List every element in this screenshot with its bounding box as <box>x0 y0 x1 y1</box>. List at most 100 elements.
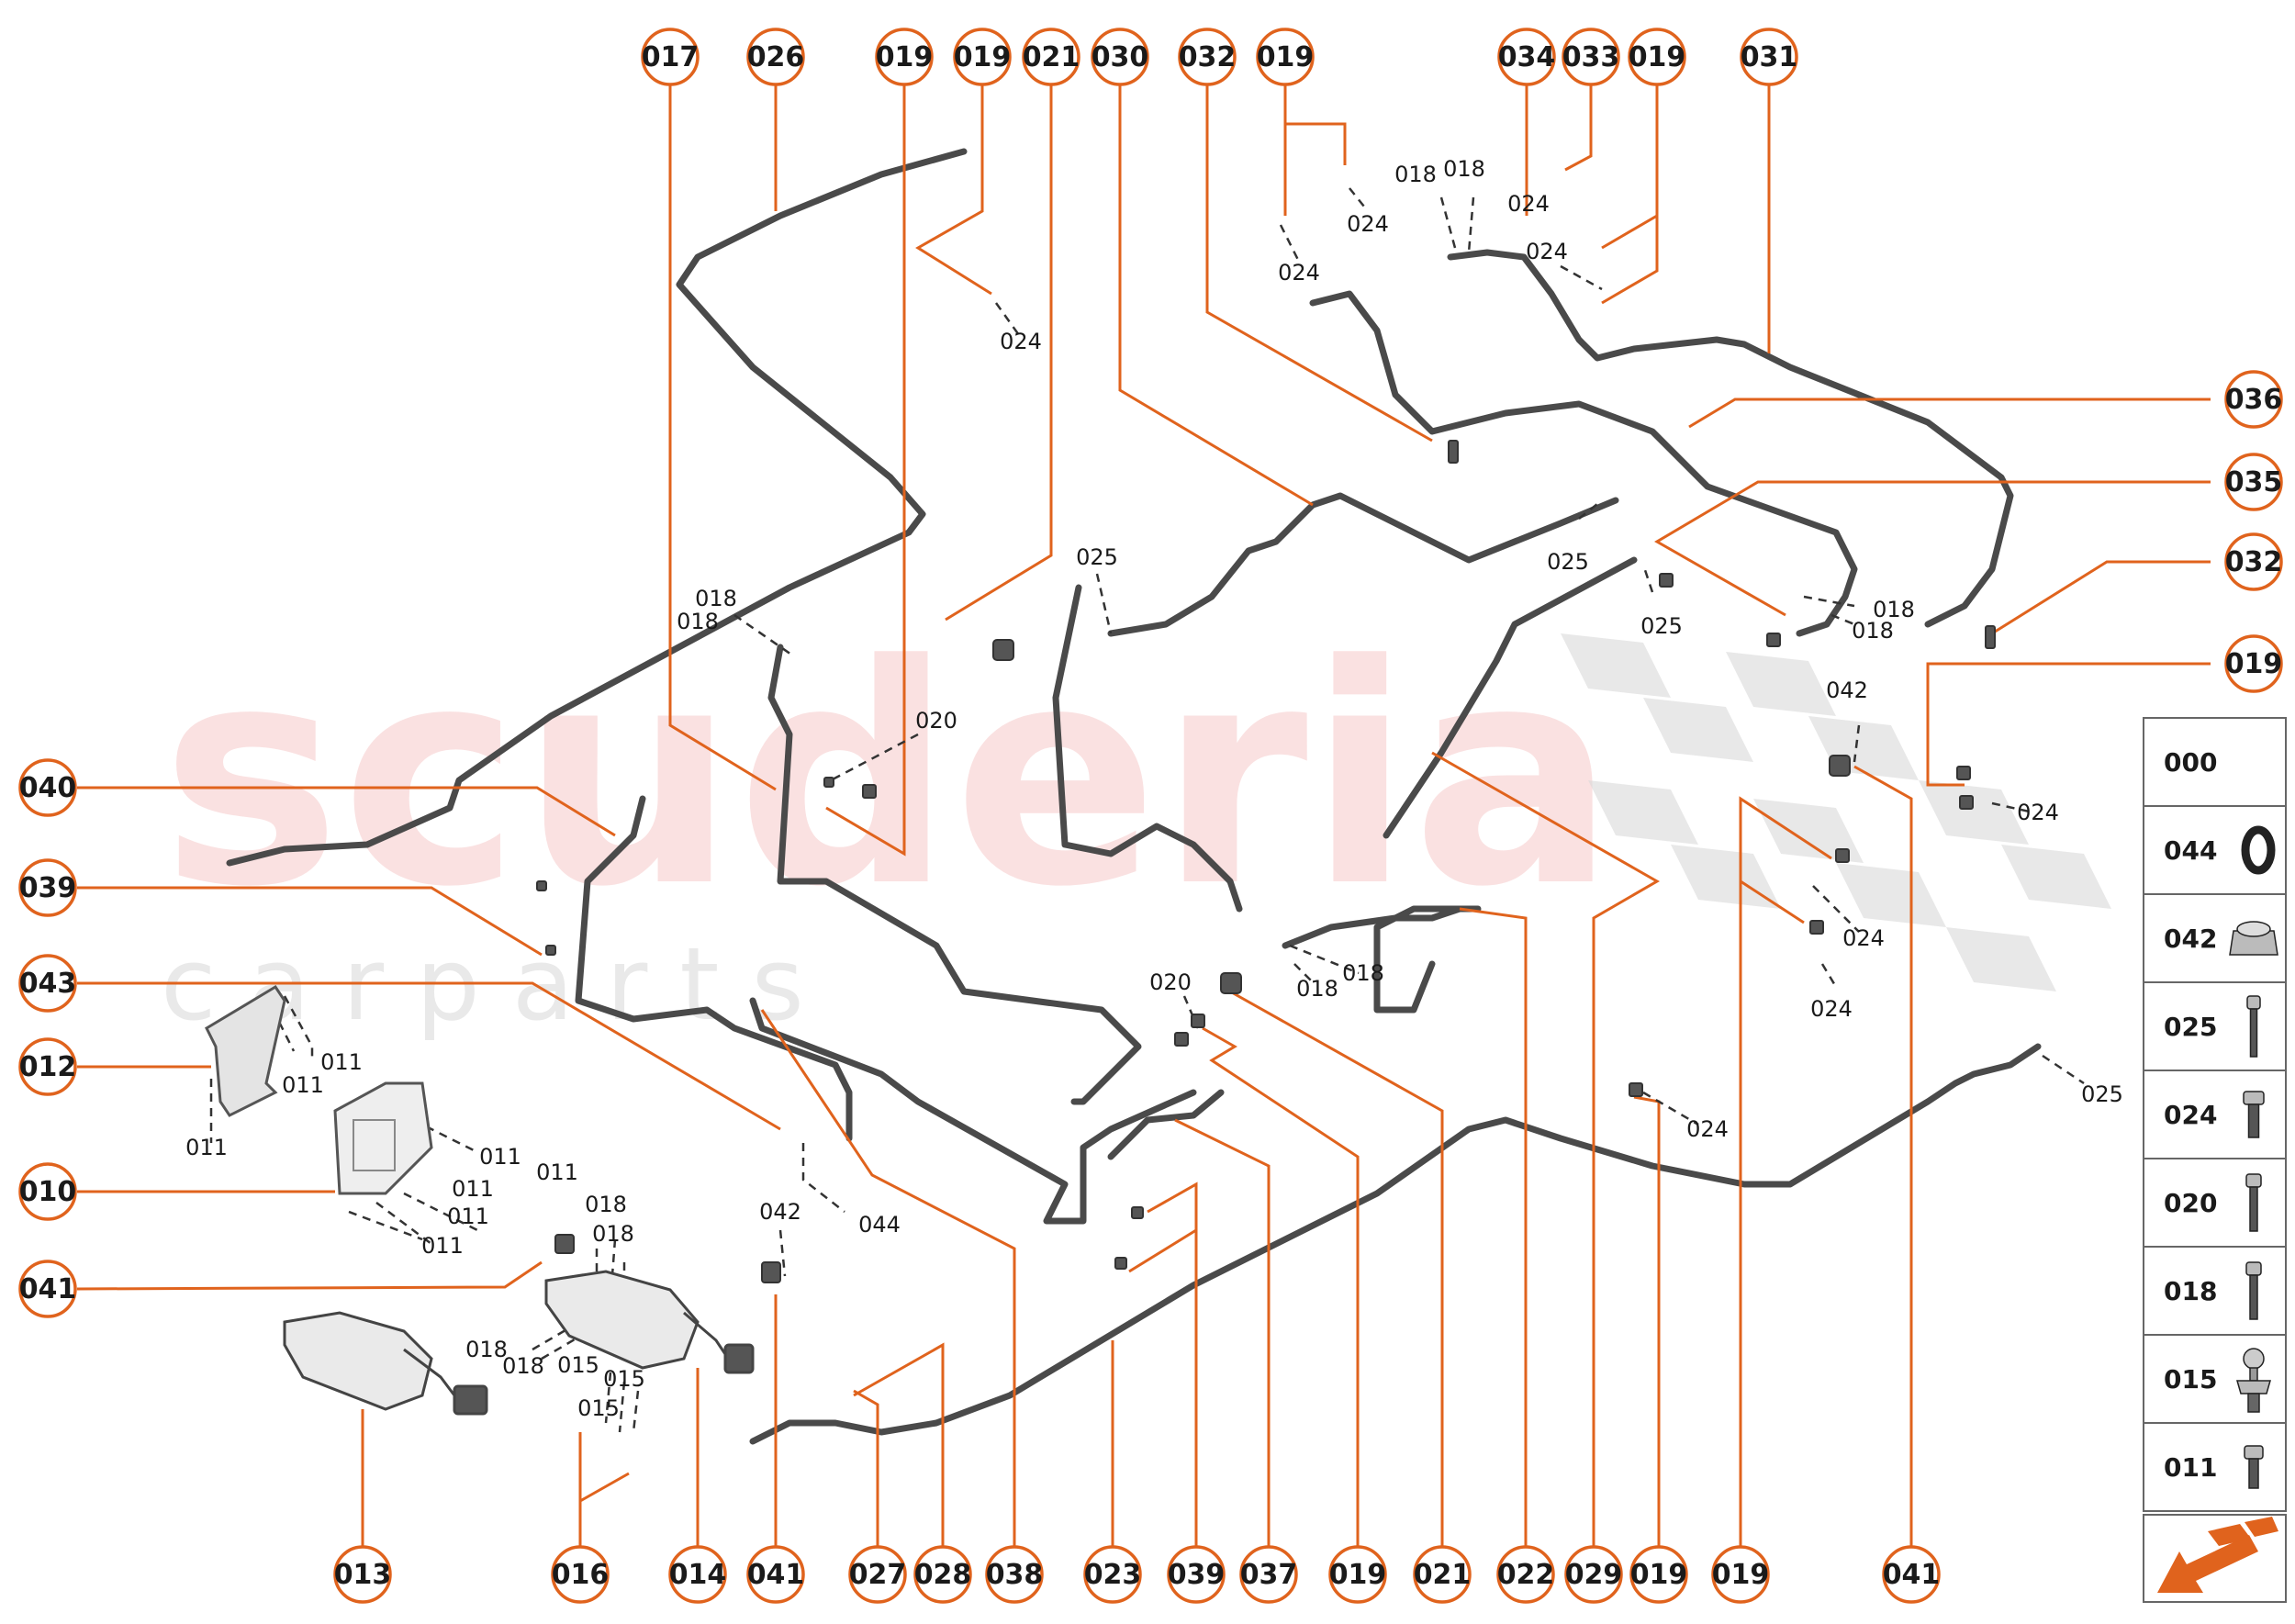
callout-041[interactable]: 041 <box>1882 1545 1941 1604</box>
callout-circle[interactable] <box>18 1162 77 1221</box>
callout-circle[interactable] <box>1711 1545 1770 1604</box>
callout-041[interactable]: 041 <box>18 1260 77 1318</box>
callout-019[interactable]: 019 <box>875 28 934 86</box>
part-ref-024: 024 <box>1507 191 1550 217</box>
legend-row-011: 011 <box>2143 1422 2287 1512</box>
callout-label: 010 <box>19 1176 77 1208</box>
callout-036[interactable]: 036 <box>2224 370 2283 429</box>
callout-circle[interactable] <box>641 28 700 86</box>
callout-043[interactable]: 043 <box>18 954 77 1013</box>
callout-030[interactable]: 030 <box>1091 28 1149 86</box>
callout-019[interactable]: 019 <box>1629 1545 1688 1604</box>
callout-019[interactable]: 019 <box>1256 28 1315 86</box>
callout-021[interactable]: 021 <box>1022 28 1080 86</box>
callout-012[interactable]: 012 <box>18 1037 77 1096</box>
callout-023[interactable]: 023 <box>1083 1545 1142 1604</box>
callout-028[interactable]: 028 <box>913 1545 972 1604</box>
callout-027[interactable]: 027 <box>848 1545 907 1604</box>
callout-label: 037 <box>1240 1559 1298 1591</box>
callout-019[interactable]: 019 <box>2224 634 2283 693</box>
pipe-021 <box>1107 492 1619 637</box>
part-ref-024: 024 <box>2017 800 2059 825</box>
callout-031[interactable]: 031 <box>1740 28 1798 86</box>
callout-039[interactable]: 039 <box>1167 1545 1226 1604</box>
callout-circle[interactable] <box>1882 1545 1941 1604</box>
callout-circle[interactable] <box>1091 28 1149 86</box>
watermark: scuderia c a r p a r t s <box>161 600 2111 1043</box>
callout-circle[interactable] <box>1628 28 1686 86</box>
callout-circle[interactable] <box>18 1260 77 1318</box>
callout-039[interactable]: 039 <box>18 858 77 917</box>
legend-row-044: 044 <box>2143 805 2287 895</box>
callout-021[interactable]: 021 <box>1413 1545 1472 1604</box>
callout-032[interactable]: 032 <box>1178 28 1237 86</box>
callout-029[interactable]: 029 <box>1564 1545 1623 1604</box>
callout-035[interactable]: 035 <box>2224 453 2283 511</box>
callout-019[interactable]: 019 <box>1328 1545 1387 1604</box>
callout-circle[interactable] <box>18 758 77 817</box>
legend-code: 044 <box>2164 835 2217 866</box>
callout-circle[interactable] <box>1022 28 1080 86</box>
callout-033[interactable]: 033 <box>1562 28 1620 86</box>
arrow-down-left-icon[interactable] <box>2143 1514 2287 1603</box>
callout-038[interactable]: 038 <box>985 1545 1044 1604</box>
callout-circle[interactable] <box>1083 1545 1142 1604</box>
part-ref-020: 020 <box>1149 969 1192 995</box>
callout-circle[interactable] <box>746 28 805 86</box>
callout-010[interactable]: 010 <box>18 1162 77 1221</box>
callout-label: 030 <box>1092 41 1149 73</box>
callout-019[interactable]: 019 <box>1628 28 1686 86</box>
callout-circle[interactable] <box>1256 28 1315 86</box>
callout-017[interactable]: 017 <box>641 28 700 86</box>
callout-circle[interactable] <box>1496 1545 1555 1604</box>
callout-circle[interactable] <box>1740 28 1798 86</box>
ball-stud-icon <box>2236 1348 2271 1413</box>
callout-circle[interactable] <box>1178 28 1237 86</box>
callout-circle[interactable] <box>1629 1545 1688 1604</box>
callout-circle[interactable] <box>985 1545 1044 1604</box>
callout-022[interactable]: 022 <box>1496 1545 1555 1604</box>
callout-040[interactable]: 040 <box>18 758 77 817</box>
callout-circle[interactable] <box>551 1545 610 1604</box>
legend-code: 042 <box>2164 924 2217 954</box>
callout-circle[interactable] <box>2224 532 2283 591</box>
callout-circle[interactable] <box>1497 28 1556 86</box>
legend-code: 020 <box>2164 1188 2217 1218</box>
callout-circle[interactable] <box>746 1545 805 1604</box>
callout-circle[interactable] <box>333 1545 392 1604</box>
callout-016[interactable]: 016 <box>551 1545 610 1604</box>
callout-019[interactable]: 019 <box>1711 1545 1770 1604</box>
callout-circle[interactable] <box>1167 1545 1226 1604</box>
legend-row-020: 020 <box>2143 1158 2287 1248</box>
part-ref-025: 025 <box>1076 544 1118 570</box>
callout-019[interactable]: 019 <box>953 28 1012 86</box>
callout-circle[interactable] <box>953 28 1012 86</box>
callout-032[interactable]: 032 <box>2224 532 2283 591</box>
callout-label: 019 <box>1712 1559 1770 1591</box>
callout-circle[interactable] <box>1562 28 1620 86</box>
callout-circle[interactable] <box>1413 1545 1472 1604</box>
callout-circle[interactable] <box>2224 453 2283 511</box>
pipe-026 <box>226 148 968 867</box>
callout-013[interactable]: 013 <box>333 1545 392 1604</box>
callout-circle[interactable] <box>2224 634 2283 693</box>
callout-circle[interactable] <box>18 1037 77 1096</box>
callout-circle[interactable] <box>848 1545 907 1604</box>
callout-circle[interactable] <box>18 858 77 917</box>
callout-014[interactable]: 014 <box>668 1545 727 1604</box>
part-ref-018: 018 <box>592 1221 634 1247</box>
callout-circle[interactable] <box>913 1545 972 1604</box>
callout-circle[interactable] <box>18 954 77 1013</box>
callout-034[interactable]: 034 <box>1497 28 1556 86</box>
callout-circle[interactable] <box>1328 1545 1387 1604</box>
callout-label: 039 <box>19 872 77 904</box>
part-ref-011: 011 <box>320 1049 363 1075</box>
callout-circle[interactable] <box>1239 1545 1298 1604</box>
callout-037[interactable]: 037 <box>1239 1545 1298 1604</box>
callout-circle[interactable] <box>1564 1545 1623 1604</box>
callout-circle[interactable] <box>875 28 934 86</box>
callout-circle[interactable] <box>2224 370 2283 429</box>
callout-041[interactable]: 041 <box>746 1545 805 1604</box>
callout-circle[interactable] <box>668 1545 727 1604</box>
callout-026[interactable]: 026 <box>746 28 805 86</box>
